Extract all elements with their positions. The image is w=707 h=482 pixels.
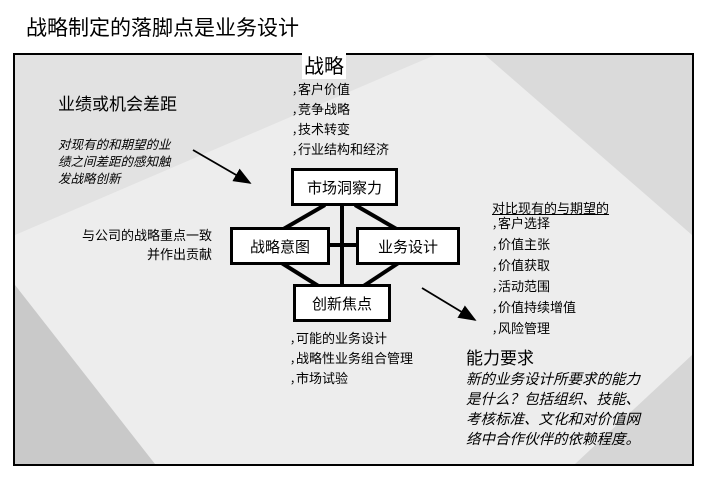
capability-description: 新的业务设计所要求的能力 是什么？包括组织、技能、 考核标准、文化和对价值网 络… <box>466 372 640 448</box>
arrow-focus-to-capability <box>421 287 477 321</box>
list-item: 战略性业务组合管理 <box>290 350 413 370</box>
alignment-text: 与公司的战略重点一致 并作出贡献 <box>81 229 212 263</box>
strategic-intent-box: 战略意图 <box>230 227 330 265</box>
innovation-focus-box: 创新焦点 <box>293 284 391 322</box>
gap-heading: 业绩或机会差距 <box>58 95 177 115</box>
strategy-diagram-frame <box>13 53 694 466</box>
list-item: 价值持续增值 <box>492 298 576 319</box>
list-item: 活动范围 <box>492 277 576 298</box>
list-item: 市场试验 <box>290 370 413 390</box>
market-insight-bullets: 客户价值 竞争战略 技术转变 行业结构和经济 <box>292 81 389 161</box>
list-item: 价值主张 <box>492 235 576 256</box>
business-design-bullets: 客户选择 价值主张 价值获取 活动范围 价值持续增值 风险管理 <box>492 214 576 340</box>
arrow-gap-to-insight <box>192 149 252 184</box>
capability-heading: 能力要求 <box>466 349 534 369</box>
innovation-focus-bullets: 可能的业务设计 战略性业务组合管理 市场试验 <box>290 330 413 390</box>
list-item: 竞争战略 <box>292 101 389 121</box>
list-item: 技术转变 <box>292 121 389 141</box>
list-item: 可能的业务设计 <box>290 330 413 350</box>
business-design-box: 业务设计 <box>356 227 460 265</box>
list-item: 客户选择 <box>492 214 576 235</box>
gap-description: 对现有的和期望的业 绩之间差距的感知触 发战略创新 <box>58 137 171 186</box>
strategy-label: 战略 <box>302 50 346 79</box>
list-item: 风险管理 <box>492 319 576 340</box>
market-insight-box: 市场洞察力 <box>291 168 398 206</box>
list-item: 价值获取 <box>492 256 576 277</box>
page-title: 战略制定的落脚点是业务设计 <box>26 16 299 40</box>
list-item: 行业结构和经济 <box>292 141 389 161</box>
list-item: 客户价值 <box>292 81 389 101</box>
